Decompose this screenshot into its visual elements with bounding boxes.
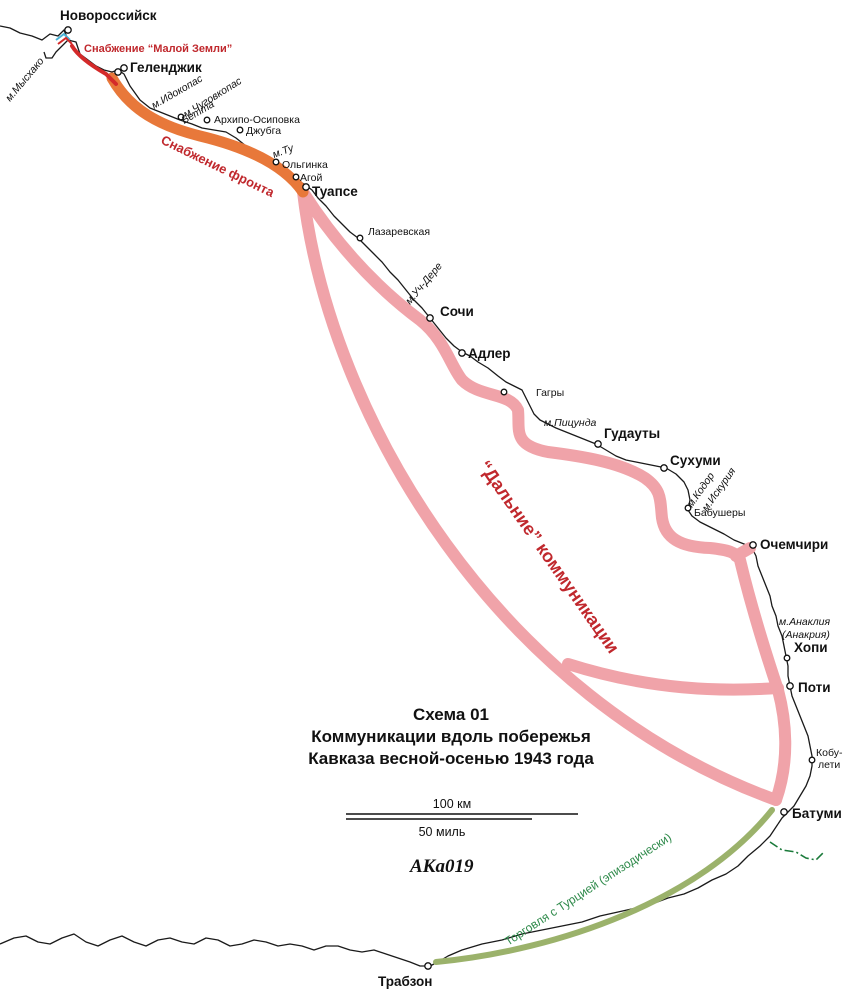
label-kobuleti-2: лети xyxy=(818,759,840,771)
label-gelendzhik: Геленджик xyxy=(130,60,202,75)
map-title-line-3: Кавказа весной-осенью 1943 года xyxy=(308,749,594,768)
label-olginka: Ольгинка xyxy=(282,159,328,171)
city-dot-olginka xyxy=(272,158,280,166)
novorossiysk-port-stripes-red xyxy=(57,36,73,45)
label-kobuleti-1: Кобу- xyxy=(816,747,843,759)
label-babushery: Бабушеры xyxy=(694,507,745,519)
label-adler: Адлер xyxy=(468,346,510,361)
city-dot-agoy xyxy=(292,173,300,181)
city-dot-gudauty xyxy=(594,440,602,448)
city-dot-sukhumi xyxy=(660,464,668,472)
scale-bar: 100 км 50 миль xyxy=(346,797,578,839)
label-route-malaya-zemlya: Снабжение “Малой Земли” xyxy=(84,43,232,55)
city-dot-trabzon xyxy=(424,962,432,970)
novorossiysk-port-stripes xyxy=(55,32,71,41)
route-long-communications xyxy=(297,186,792,806)
label-sochi: Сочи xyxy=(440,304,474,319)
city-dot-batumi xyxy=(780,808,788,816)
coastline-north xyxy=(0,25,813,825)
city-dot-lazarevskaya xyxy=(356,234,364,242)
route-front-supply xyxy=(106,72,309,198)
city-dot-gelendzhik-2 xyxy=(120,64,128,72)
map-title-line-2: Коммуникации вдоль побережья xyxy=(311,727,591,746)
route-tuapse-batumi-direct xyxy=(297,186,782,806)
label-gudauty: Гудауты xyxy=(604,426,660,441)
route-coastal-east xyxy=(297,186,792,806)
city-dot-khopi xyxy=(783,654,791,662)
label-cape-anakria: (Анакрия) xyxy=(782,629,830,641)
route-ochamchiri-spur xyxy=(730,542,756,562)
city-dots xyxy=(64,26,816,970)
label-dzhubga: Джубга xyxy=(246,125,281,137)
city-dot-poti xyxy=(786,682,794,690)
label-lazarevskaya: Лазаревская xyxy=(368,226,430,238)
city-dot-gelendzhik xyxy=(114,68,122,76)
city-dot-sochi xyxy=(426,314,434,322)
scale-bar-km-label: 100 км xyxy=(433,797,471,811)
map-title-line-1: Схема 01 xyxy=(413,705,489,724)
label-poti: Поти xyxy=(798,680,831,695)
label-route-long-comms: “Дальние” коммуникации xyxy=(475,457,624,657)
label-cape-pitsunda: м.Пицунда xyxy=(544,417,597,429)
label-novorossiysk: Новороссийск xyxy=(60,8,157,23)
author-signature: АКа019 xyxy=(409,856,474,877)
city-dot-kobuleti xyxy=(808,756,816,764)
label-trabzon: Трабзон xyxy=(378,974,432,989)
route-turkey-trade xyxy=(433,807,775,965)
label-cape-myskhako: м.Мысхако xyxy=(3,55,47,104)
label-batumi: Батуми xyxy=(792,806,842,821)
label-arkhipo: Архипо-Осиповка xyxy=(214,114,300,126)
scale-bar-miles-label: 50 миль xyxy=(419,825,466,839)
label-agoy: Агой xyxy=(300,172,322,184)
label-cape-tu: м.Ту xyxy=(271,142,296,161)
border-line xyxy=(769,841,825,861)
label-gagry: Гагры xyxy=(536,387,564,399)
city-dot-gagry xyxy=(500,388,508,396)
city-dot-dzhubga xyxy=(236,126,244,134)
city-dot-ochamchiri xyxy=(749,541,757,549)
route-poti-branch xyxy=(562,658,784,696)
city-dot-adler xyxy=(458,349,466,357)
city-dot-babushery xyxy=(684,504,692,512)
label-tuapse: Туапсе xyxy=(312,184,358,199)
route-malaya-zemlya xyxy=(70,44,118,86)
label-khopi: Хопи xyxy=(794,640,828,655)
label-ochamchiri: Очемчири xyxy=(760,537,828,552)
label-cape-uch-dere: м.Уч-Дере xyxy=(403,260,445,307)
label-sukhumi: Сухуми xyxy=(670,453,721,468)
city-dot-tuapse xyxy=(302,183,310,191)
label-cape-anaklia: м.Анаклия xyxy=(779,616,830,628)
city-dot-betta xyxy=(177,113,185,121)
city-dot-novorossiysk xyxy=(64,26,72,34)
city-dot-arkhipo xyxy=(203,116,211,124)
